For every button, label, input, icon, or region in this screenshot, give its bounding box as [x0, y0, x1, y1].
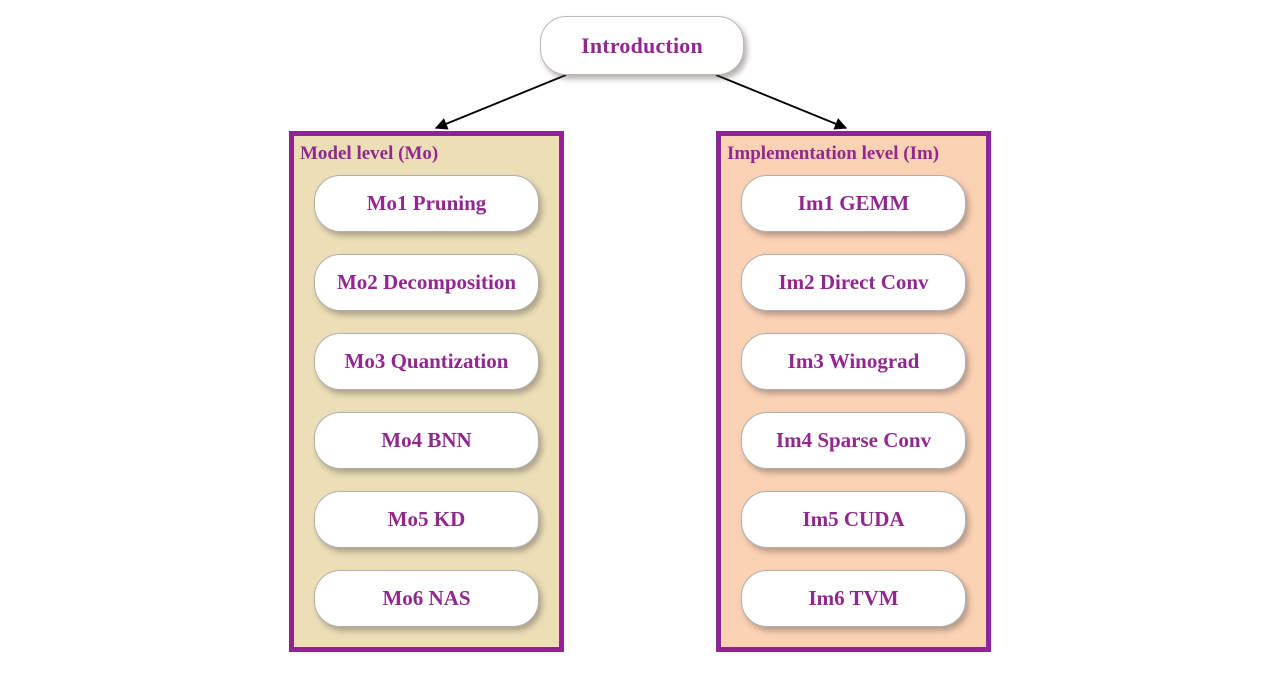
level-container-model[interactable]: Model level (Mo) Mo1 Pruning Mo2 Decompo…	[289, 131, 564, 652]
node-label: Im3 Winograd	[787, 349, 920, 373]
arrow-introduction-to-model-level	[434, 74, 567, 130]
node-label: Mo4 BNN	[381, 428, 472, 452]
node-im5-cuda[interactable]: Im5 CUDA	[741, 491, 966, 548]
level-title-model: Model level (Mo)	[300, 143, 439, 164]
node-mo1-pruning[interactable]: Mo1 Pruning	[314, 175, 539, 232]
root-node-introduction[interactable]: Introduction	[540, 16, 744, 75]
root-node-label: Introduction	[581, 32, 703, 58]
node-mo3-quantization[interactable]: Mo3 Quantization	[314, 333, 539, 390]
node-list-implementation: Im1 GEMM Im2 Direct Conv Im3 Winograd Im…	[721, 175, 986, 627]
node-im2-direct-conv[interactable]: Im2 Direct Conv	[741, 254, 966, 311]
node-label: Mo5 KD	[387, 507, 466, 531]
node-im1-gemm[interactable]: Im1 GEMM	[741, 175, 966, 232]
node-mo5-kd[interactable]: Mo5 KD	[314, 491, 539, 548]
level-container-implementation[interactable]: Implementation level (Im) Im1 GEMM Im2 D…	[716, 131, 991, 652]
node-label: Im6 TVM	[808, 586, 899, 610]
node-mo6-nas[interactable]: Mo6 NAS	[314, 570, 539, 627]
level-title-implementation: Implementation level (Im)	[727, 143, 940, 164]
node-list-model: Mo1 Pruning Mo2 Decomposition Mo3 Quanti…	[294, 175, 559, 627]
node-label: Im2 Direct Conv	[778, 270, 929, 294]
node-label: Mo1 Pruning	[366, 191, 487, 215]
arrow-introduction-to-implementation-level	[715, 74, 848, 130]
node-label: Mo6 NAS	[382, 586, 471, 610]
node-label: Im4 Sparse Conv	[775, 428, 932, 452]
node-im3-winograd[interactable]: Im3 Winograd	[741, 333, 966, 390]
node-label: Mo2 Decomposition	[336, 270, 517, 294]
node-im4-sparse-conv[interactable]: Im4 Sparse Conv	[741, 412, 966, 469]
node-label: Im5 CUDA	[802, 507, 905, 531]
node-label: Mo3 Quantization	[344, 349, 509, 373]
node-mo4-bnn[interactable]: Mo4 BNN	[314, 412, 539, 469]
node-label: Im1 GEMM	[797, 191, 910, 215]
node-mo2-decomposition[interactable]: Mo2 Decomposition	[314, 254, 539, 311]
node-im6-tvm[interactable]: Im6 TVM	[741, 570, 966, 627]
